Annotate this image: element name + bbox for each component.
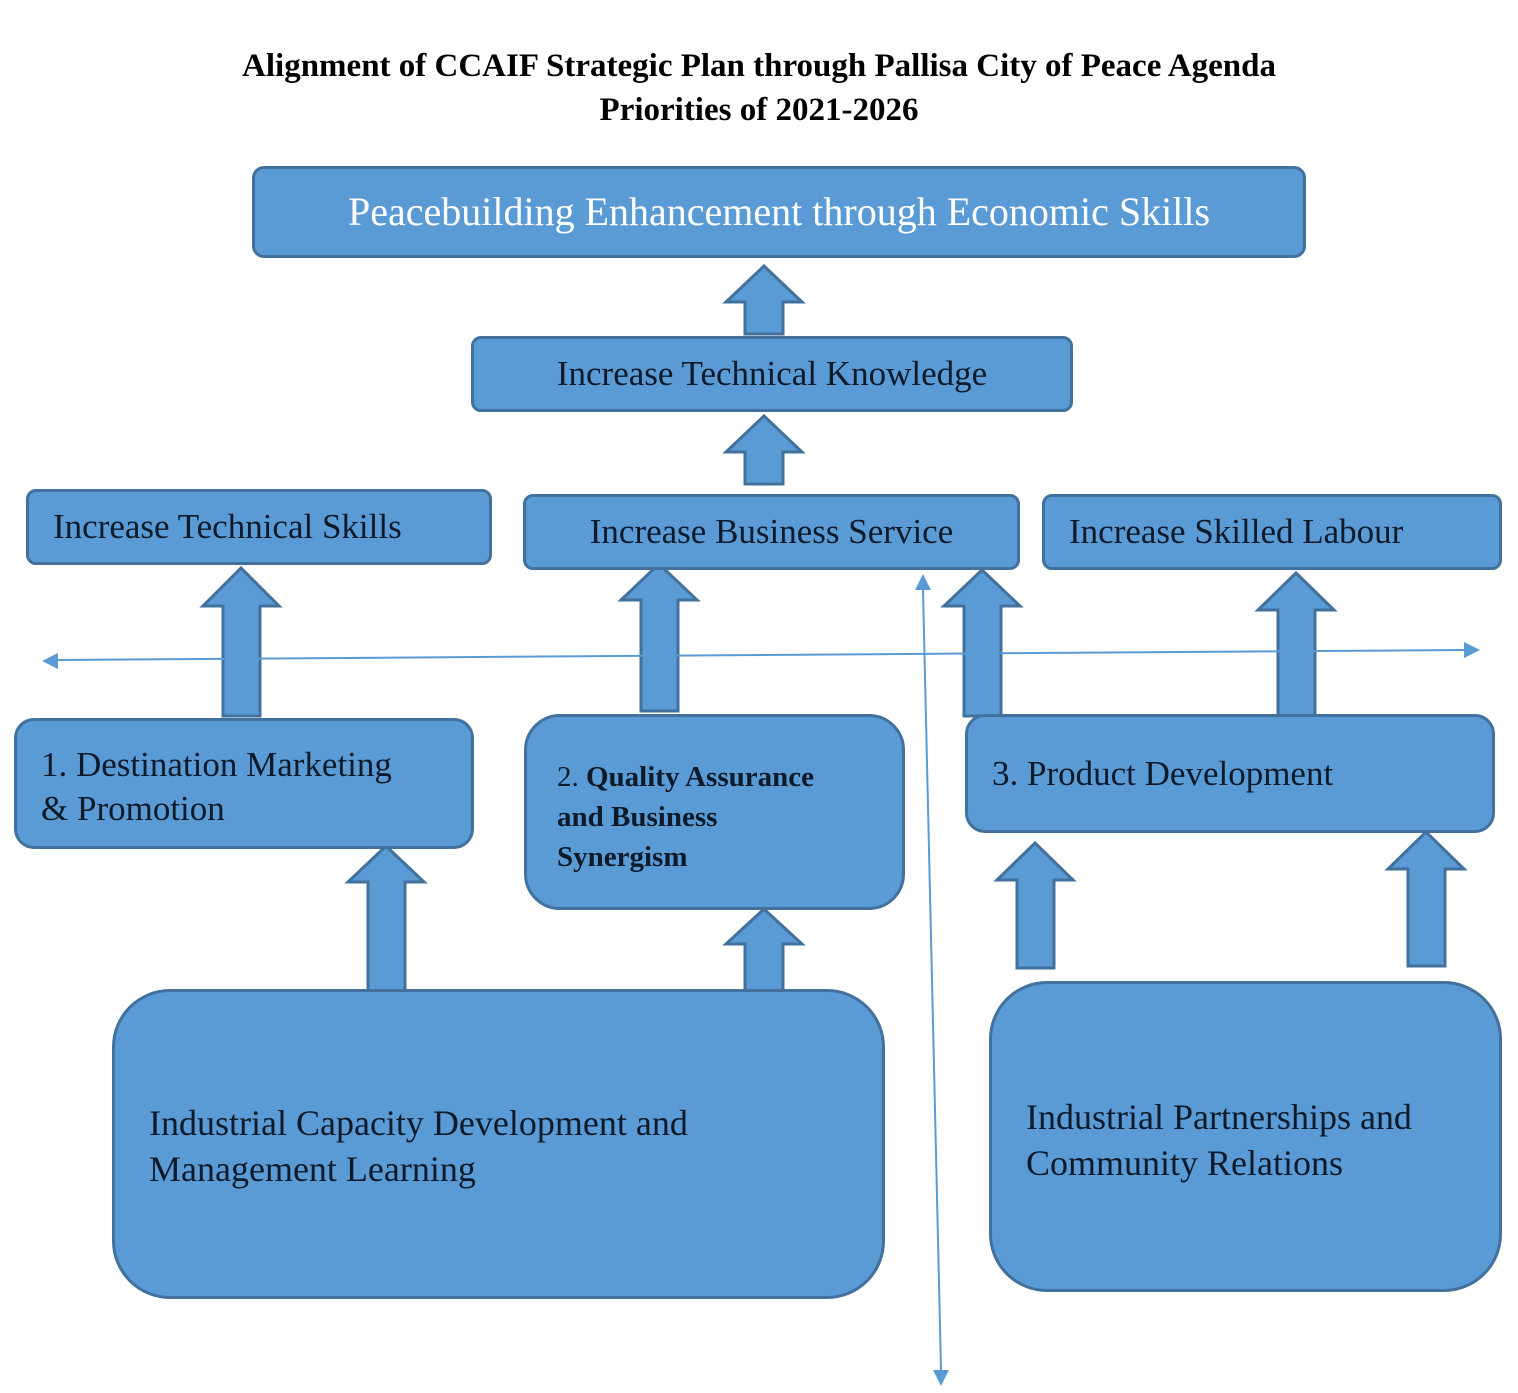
vertical-axis-bottom-head [933,1370,949,1386]
up-arrow-business-to-knowledge [722,413,806,486]
priority-2-line2: and Business [557,801,718,833]
up-arrow-partnerships-to-p3-right [1384,829,1468,968]
partnerships-line1: Industrial Partnerships and [1026,1097,1412,1137]
partnerships-line2: Community Relations [1026,1143,1344,1183]
priority-3-label: 3. Product Development [992,754,1334,793]
business-service-label: Increase Business Service [589,512,954,551]
diagram-title-line2: Priorities of 2021-2026 [599,92,919,128]
up-arrow-p3-to-business [940,567,1024,718]
vertical-axis-line [922,589,942,1371]
priority-2-line3: Synergism [557,841,688,873]
priority-2-number: 2. [557,761,586,793]
technical-skills-label: Increase Technical Skills [53,507,402,546]
capacity-development-line2: Management Learning [149,1149,476,1189]
priority-1-line1: 1. Destination Marketing [41,745,392,784]
horizontal-axis-line [57,649,1465,661]
capacity-development-box: Industrial Capacity Development and Mana… [112,989,885,1299]
partnerships-box: Industrial Partnerships and Community Re… [989,981,1502,1292]
knowledge-label: Increase Technical Knowledge [556,354,988,393]
business-service-box: Increase Business Service [523,494,1020,570]
technical-skills-box: Increase Technical Skills [26,489,492,565]
skilled-labour-box: Increase Skilled Labour [1042,494,1502,570]
goal-box: Peacebuilding Enhancement through Econom… [252,166,1306,258]
horizontal-axis-left-head [42,653,58,669]
up-arrow-partnerships-to-p3-left [993,840,1077,970]
up-arrow-knowledge-to-goal [722,263,806,336]
goal-label: Peacebuilding Enhancement through Econom… [347,189,1211,234]
priority-2-line1: 2. Quality Assurance [557,757,902,797]
horizontal-axis-right-head [1464,642,1480,658]
up-arrow-p3-to-labour [1254,570,1338,722]
priority-2-box: 2. Quality Assurance and Business Synerg… [524,714,905,910]
priority-2-title: Quality Assurance [586,761,814,793]
priority-1-box: 1. Destination Marketing & Promotion [14,718,474,849]
capacity-development-line1: Industrial Capacity Development and [149,1103,688,1143]
knowledge-box: Increase Technical Knowledge [471,336,1073,412]
up-arrow-foundation-to-p1 [344,843,428,994]
skilled-labour-label: Increase Skilled Labour [1069,512,1404,551]
up-arrow-p2-to-business [617,561,701,713]
priority-1-line2: & Promotion [41,789,225,828]
diagram-title-line1: Alignment of CCAIF Strategic Plan throug… [242,48,1276,84]
priority-3-box: 3. Product Development [965,714,1495,833]
up-arrow-p1-to-skills [199,565,283,718]
vertical-axis-top-head [915,574,931,590]
